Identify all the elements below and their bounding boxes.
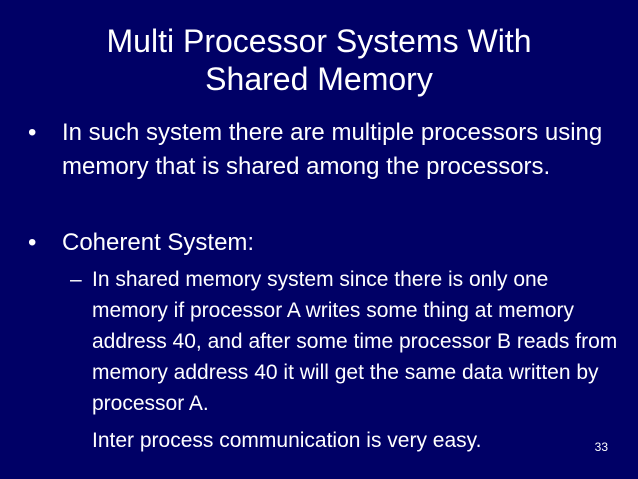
slide-title-line-1: Multi Processor Systems With xyxy=(106,23,532,59)
sub-bullet-text: In shared memory system since there is o… xyxy=(92,268,618,415)
bullet-text: In such system there are multiple proces… xyxy=(62,119,603,180)
inter-process-note: Inter process communication is very easy… xyxy=(92,429,482,452)
bullet-item-coherent-system: • Coherent System: xyxy=(28,226,618,260)
sub-bullet-item-coherence: – In shared memory system since there is… xyxy=(70,264,630,419)
bullet-item-shared-memory: • In such system there are multiple proc… xyxy=(28,116,618,184)
bullet-marker: • xyxy=(28,119,37,146)
slide-title-line-2: Shared Memory xyxy=(205,61,433,97)
sub-bullet-marker: – xyxy=(70,268,82,291)
slide-title: Multi Processor Systems With Shared Memo… xyxy=(0,22,638,98)
slide-number: 33 xyxy=(594,440,608,454)
bullet-marker: • xyxy=(28,229,37,256)
bullet-text: Coherent System: xyxy=(62,229,255,256)
